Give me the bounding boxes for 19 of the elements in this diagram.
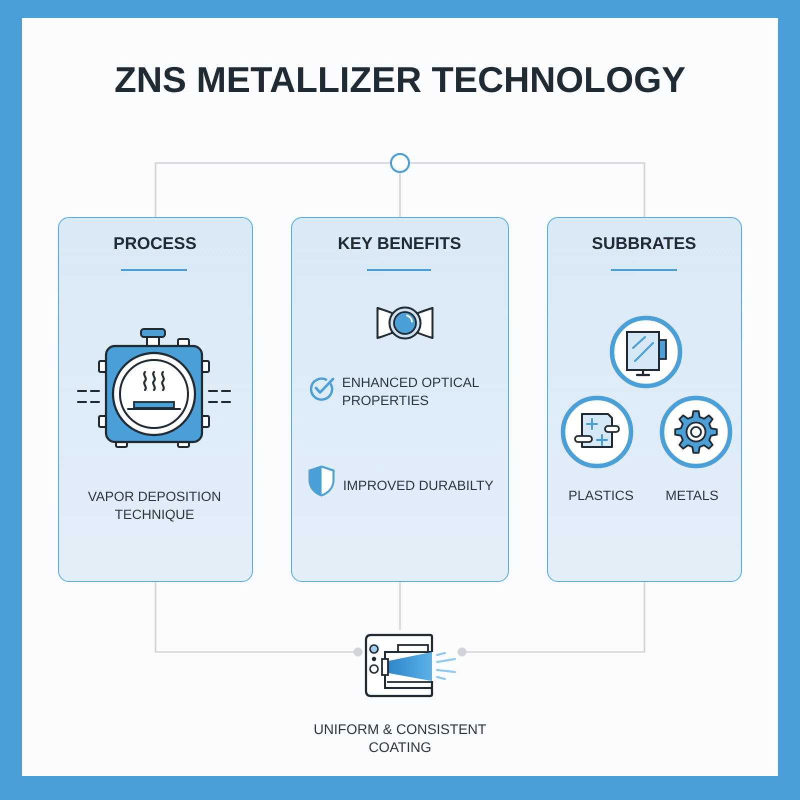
connector-line (399, 173, 401, 217)
substrate-label: PLASTICS (567, 487, 635, 504)
connector-line (154, 162, 390, 217)
panel-heading: SUBBRATES (590, 234, 698, 254)
caption-text: UNIFORM & CONSISTENT COATING (312, 720, 488, 756)
benefit-text: ENHANCED OPTICAL PROPERTIES (342, 374, 480, 409)
substrate-label: METALS (664, 487, 720, 504)
category-panel (547, 217, 742, 582)
connector-line (410, 162, 646, 217)
category-panel (291, 217, 509, 582)
connector-line (399, 582, 401, 630)
panel-heading: PROCESS (112, 234, 198, 254)
benefit-text: IMPROVED DURABILTY (343, 477, 495, 494)
connector-line (458, 582, 646, 656)
category-panel (58, 217, 253, 582)
diagram-title: ZNS METALLIZER TECHNOLOGY (113, 58, 687, 102)
panel-text: VAPOR DEPOSITION TECHNIQUE (86, 488, 222, 523)
panel-heading: KEY BENEFITS (336, 234, 462, 254)
connector-line (154, 582, 362, 656)
